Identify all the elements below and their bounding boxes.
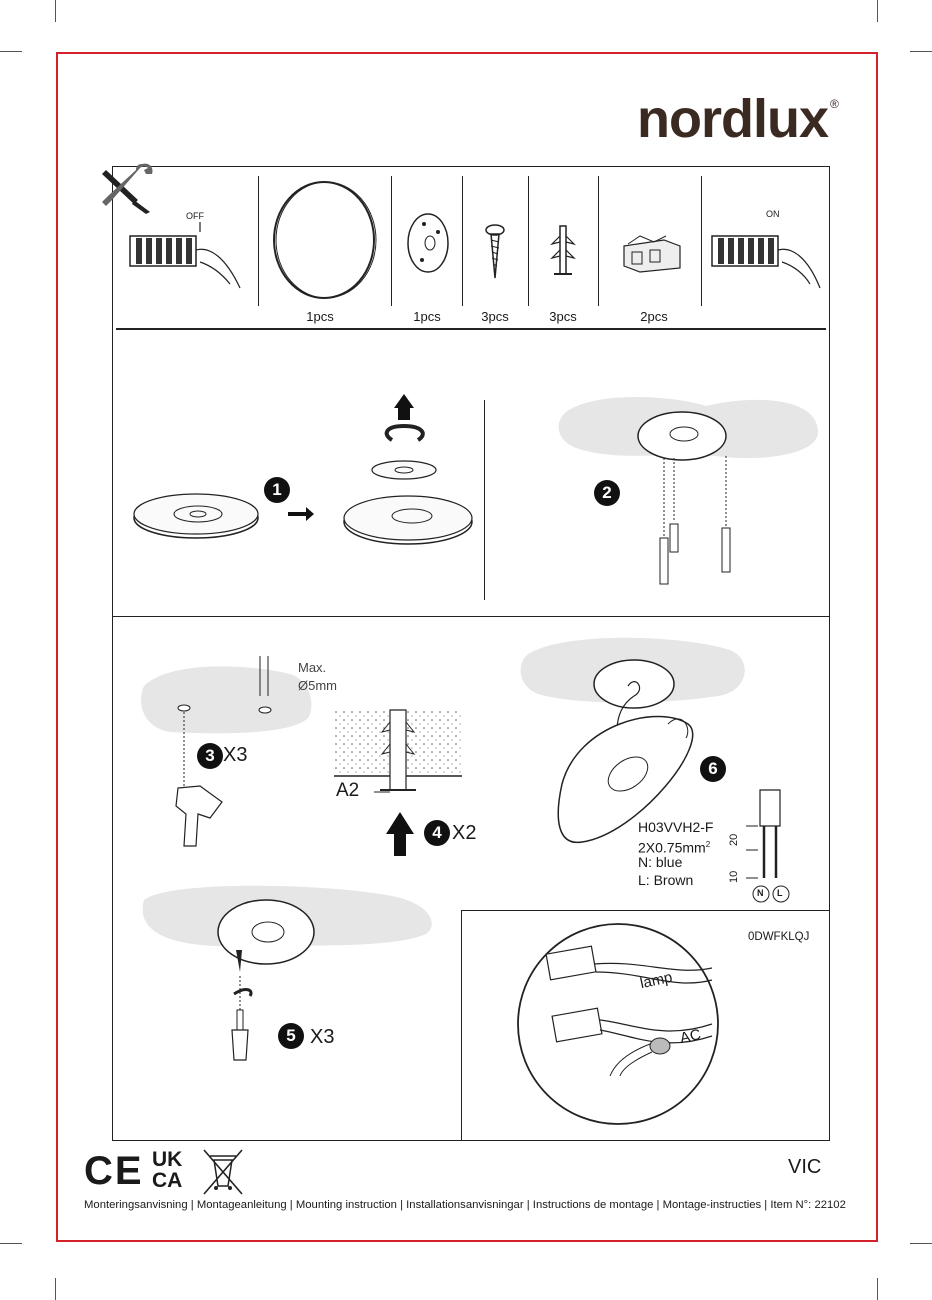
cable-neutral: N: blue — [638, 854, 683, 870]
lamp-disc-icon — [273, 181, 377, 299]
step6-illustration — [520, 637, 745, 844]
crop-mark — [910, 51, 932, 52]
mounting-plate-icon — [407, 213, 449, 273]
strip-length-a: 20 — [728, 833, 740, 846]
crop-mark — [877, 0, 878, 22]
page-frame — [56, 52, 878, 1242]
crop-mark — [55, 1278, 56, 1300]
drill-max-label: Max. — [298, 660, 327, 675]
detail-connector-illustration — [517, 923, 719, 1125]
instruction-panel — [112, 166, 830, 1141]
on-label: ON — [766, 209, 780, 219]
model-name: VIC — [788, 1156, 822, 1178]
component-separator — [598, 176, 599, 306]
step1-number: 1 — [264, 477, 290, 503]
detail-code: 0DWFKLQJ — [748, 931, 810, 943]
cable-live: L: Brown — [638, 872, 694, 888]
screw-icon — [485, 224, 505, 279]
brand-logo: nordlux® — [637, 89, 839, 149]
wall-plug-icon — [550, 225, 576, 275]
detail-divider-left — [461, 910, 462, 1140]
component-qty: 2pcs — [640, 309, 668, 324]
ce-mark: CE — [84, 1149, 144, 1193]
step4-illustration — [334, 709, 462, 856]
step6-number: 6 — [700, 756, 726, 782]
column-divider — [484, 400, 485, 600]
component-separator — [391, 176, 392, 306]
off-label: OFF — [186, 211, 204, 221]
crop-mark — [0, 51, 22, 52]
step4-multiplier: X2 — [452, 822, 477, 844]
terminal-block-icon — [623, 235, 681, 273]
step3-multiplier: X3 — [223, 744, 248, 766]
cable-type: H03VVH2-F — [638, 819, 714, 835]
crop-mark — [0, 1243, 22, 1244]
components-divider — [116, 328, 826, 330]
crop-mark — [877, 1278, 878, 1300]
neutral-marker: N — [757, 888, 764, 898]
component-qty: 1pcs — [413, 309, 441, 324]
component-qty: 3pcs — [549, 309, 577, 324]
crop-mark — [55, 0, 56, 22]
component-qty: 3pcs — [481, 309, 509, 324]
anchor-label: A2 — [336, 780, 360, 801]
live-marker: L — [777, 888, 783, 898]
wire-strip-diagram — [746, 789, 790, 903]
breaker-on-icon — [711, 235, 821, 289]
component-qty: 1pcs — [306, 309, 334, 324]
row-divider — [113, 616, 829, 617]
weee-bin-icon — [203, 1149, 243, 1195]
component-separator — [462, 176, 463, 306]
step2-illustration — [558, 397, 818, 585]
cable-section: 2X0.75mm2 — [638, 839, 711, 856]
component-separator — [528, 176, 529, 306]
crop-mark — [910, 1243, 932, 1244]
step4-number: 4 — [424, 820, 450, 846]
step3-illustration — [141, 656, 312, 847]
step3-number: 3 — [197, 743, 223, 769]
step2-number: 2 — [594, 480, 620, 506]
ukca-mark: UK CA — [152, 1148, 183, 1192]
step5-multiplier: X3 — [310, 1026, 335, 1048]
component-separator — [258, 176, 259, 306]
tools-icon — [102, 163, 153, 214]
detail-divider-top — [461, 910, 829, 911]
strip-length-b: 10 — [728, 870, 740, 883]
breaker-off-icon — [129, 222, 241, 289]
step5-number: 5 — [278, 1023, 304, 1049]
step1-illustration — [133, 394, 473, 545]
footer-text: Monteringsanvisning | Montageanleitung |… — [84, 1199, 846, 1211]
drill-diameter-label: Ø5mm — [298, 678, 337, 693]
step5-illustration — [142, 885, 432, 1061]
component-separator — [701, 176, 702, 306]
